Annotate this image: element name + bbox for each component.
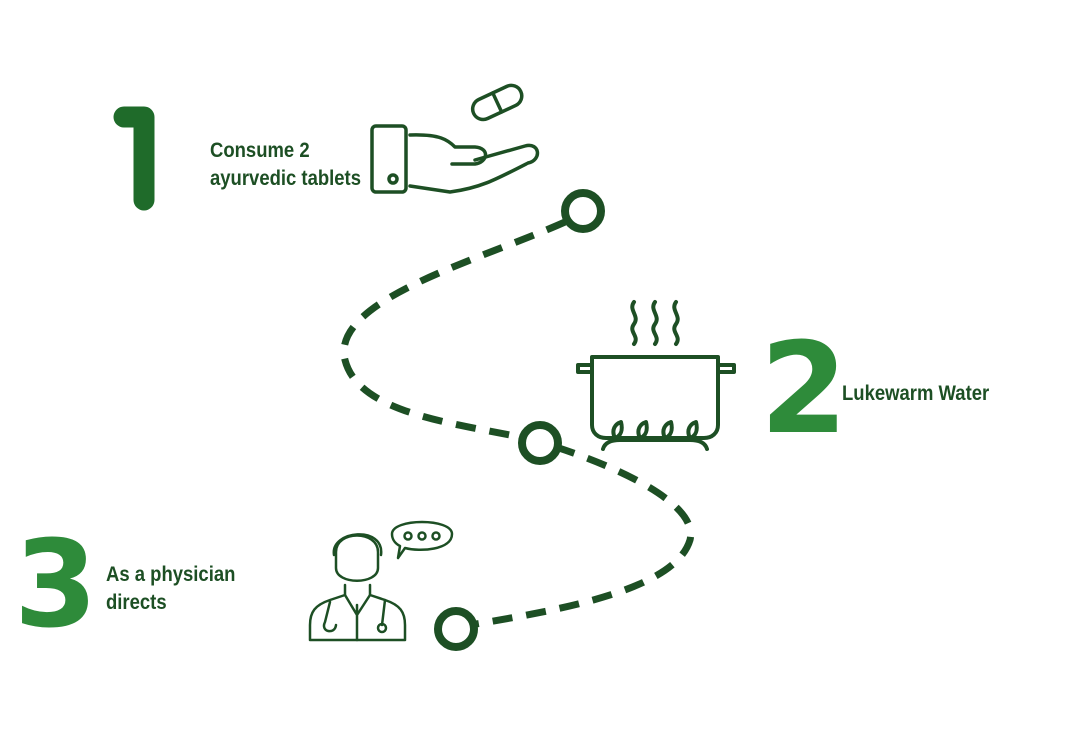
step-1-label-line: Consume 2 (210, 139, 310, 162)
step-2-number: 2 (760, 315, 848, 462)
waypoint-2 (518, 421, 562, 465)
waypoint-3 (434, 607, 478, 651)
step-3-label-line: As a physician (106, 563, 236, 586)
dashed-path (340, 218, 695, 629)
step-2-label: Lukewarm Water (842, 380, 989, 408)
step-1-number-graphic (113, 106, 155, 211)
boiling-pot-icon (576, 300, 736, 451)
step-3-label-line: directs (106, 591, 167, 614)
step-3-label: As a physician directs (106, 561, 235, 617)
waypoint-1 (561, 189, 605, 233)
step-3-number: 3 (14, 516, 98, 655)
hand-pill-icon (370, 83, 540, 194)
step-1-label: Consume 2 ayurvedic tablets (210, 137, 361, 193)
step-1-label-line: ayurvedic tablets (210, 167, 362, 190)
step-2-label-line: Lukewarm Water (842, 382, 990, 405)
doctor-icon (308, 520, 454, 642)
